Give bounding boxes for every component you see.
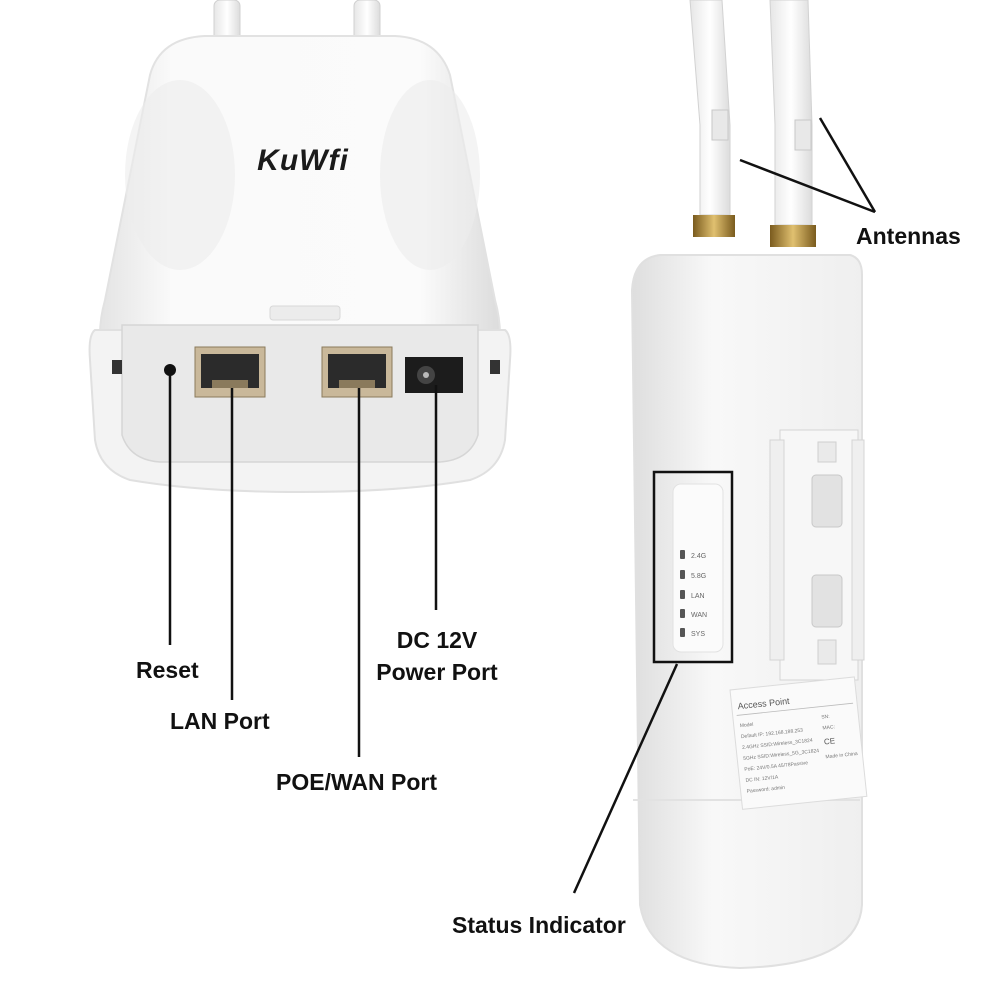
- port-panel: [121, 324, 479, 463]
- brand-logo: KuWfi: [257, 144, 349, 177]
- sticker-right-line: SN:: [821, 714, 830, 721]
- status-indicator-callout: Status Indicator: [452, 912, 626, 938]
- reset-hole: [164, 364, 176, 376]
- led-label: 2.4G: [691, 553, 706, 560]
- lan-port-callout: LAN Port: [170, 708, 270, 734]
- mounting-bracket: [769, 429, 865, 681]
- dc-power-port: [405, 357, 463, 393]
- led-sys: SYS: [680, 628, 705, 638]
- led-label: 5.8G: [691, 573, 706, 580]
- led-label: SYS: [691, 631, 705, 638]
- front-housing-shade-right: [380, 80, 480, 270]
- led-label: LAN: [691, 593, 705, 600]
- front-housing-shade-left: [125, 80, 235, 270]
- led-lan: LAN: [680, 590, 705, 600]
- antenna-leader-line-2: [818, 117, 877, 213]
- poe-wan-port-callout: POE/WAN Port: [276, 769, 438, 795]
- clip-left: [112, 360, 122, 374]
- front-leader-lines: [168, 372, 438, 757]
- led-label: WAN: [691, 612, 707, 619]
- sticker-line: DC IN: 12V/1A: [745, 774, 779, 783]
- poe-wan-port: [321, 346, 393, 398]
- side-device: 2.4G 5.8G LAN WAN SYS: [630, 0, 868, 970]
- led-wan: WAN: [680, 609, 707, 619]
- side-leader-lines: [572, 117, 877, 894]
- dc-power-callout-line2: Power Port: [376, 659, 498, 685]
- sticker-right-line: Made in China: [825, 751, 858, 760]
- led-5-8g: 5.8G: [680, 570, 706, 580]
- status-leader-line: [572, 663, 679, 894]
- side-antenna-left: [689, 0, 735, 237]
- reset-callout: Reset: [136, 657, 199, 683]
- sticker-line: Model: [740, 722, 754, 729]
- status-indicator-highlight: [652, 470, 734, 664]
- label-sticker: Access Point Model Default IP: 192.168.1…: [729, 676, 868, 810]
- lan-port: [194, 346, 266, 398]
- port-panel-tab: [269, 305, 341, 321]
- dc-power-callout-line1: DC 12V: [396, 627, 478, 653]
- dc-power-callout: DC 12V Power Port: [372, 624, 502, 688]
- led-panel: [672, 483, 724, 653]
- clip-right: [490, 360, 500, 374]
- led-2-4g: 2.4G: [680, 550, 706, 560]
- side-antenna-right: [769, 0, 816, 247]
- antenna-leader-line-1: [739, 158, 876, 214]
- sticker-right-line: CE: [823, 736, 835, 746]
- front-device: KuWfi: [88, 0, 512, 494]
- antennas-callout: Antennas: [856, 223, 961, 249]
- sticker-line: Password: admin: [746, 785, 785, 795]
- led-list: 2.4G 5.8G LAN WAN SYS: [680, 550, 707, 638]
- sticker-right-line: MAC:: [822, 724, 835, 731]
